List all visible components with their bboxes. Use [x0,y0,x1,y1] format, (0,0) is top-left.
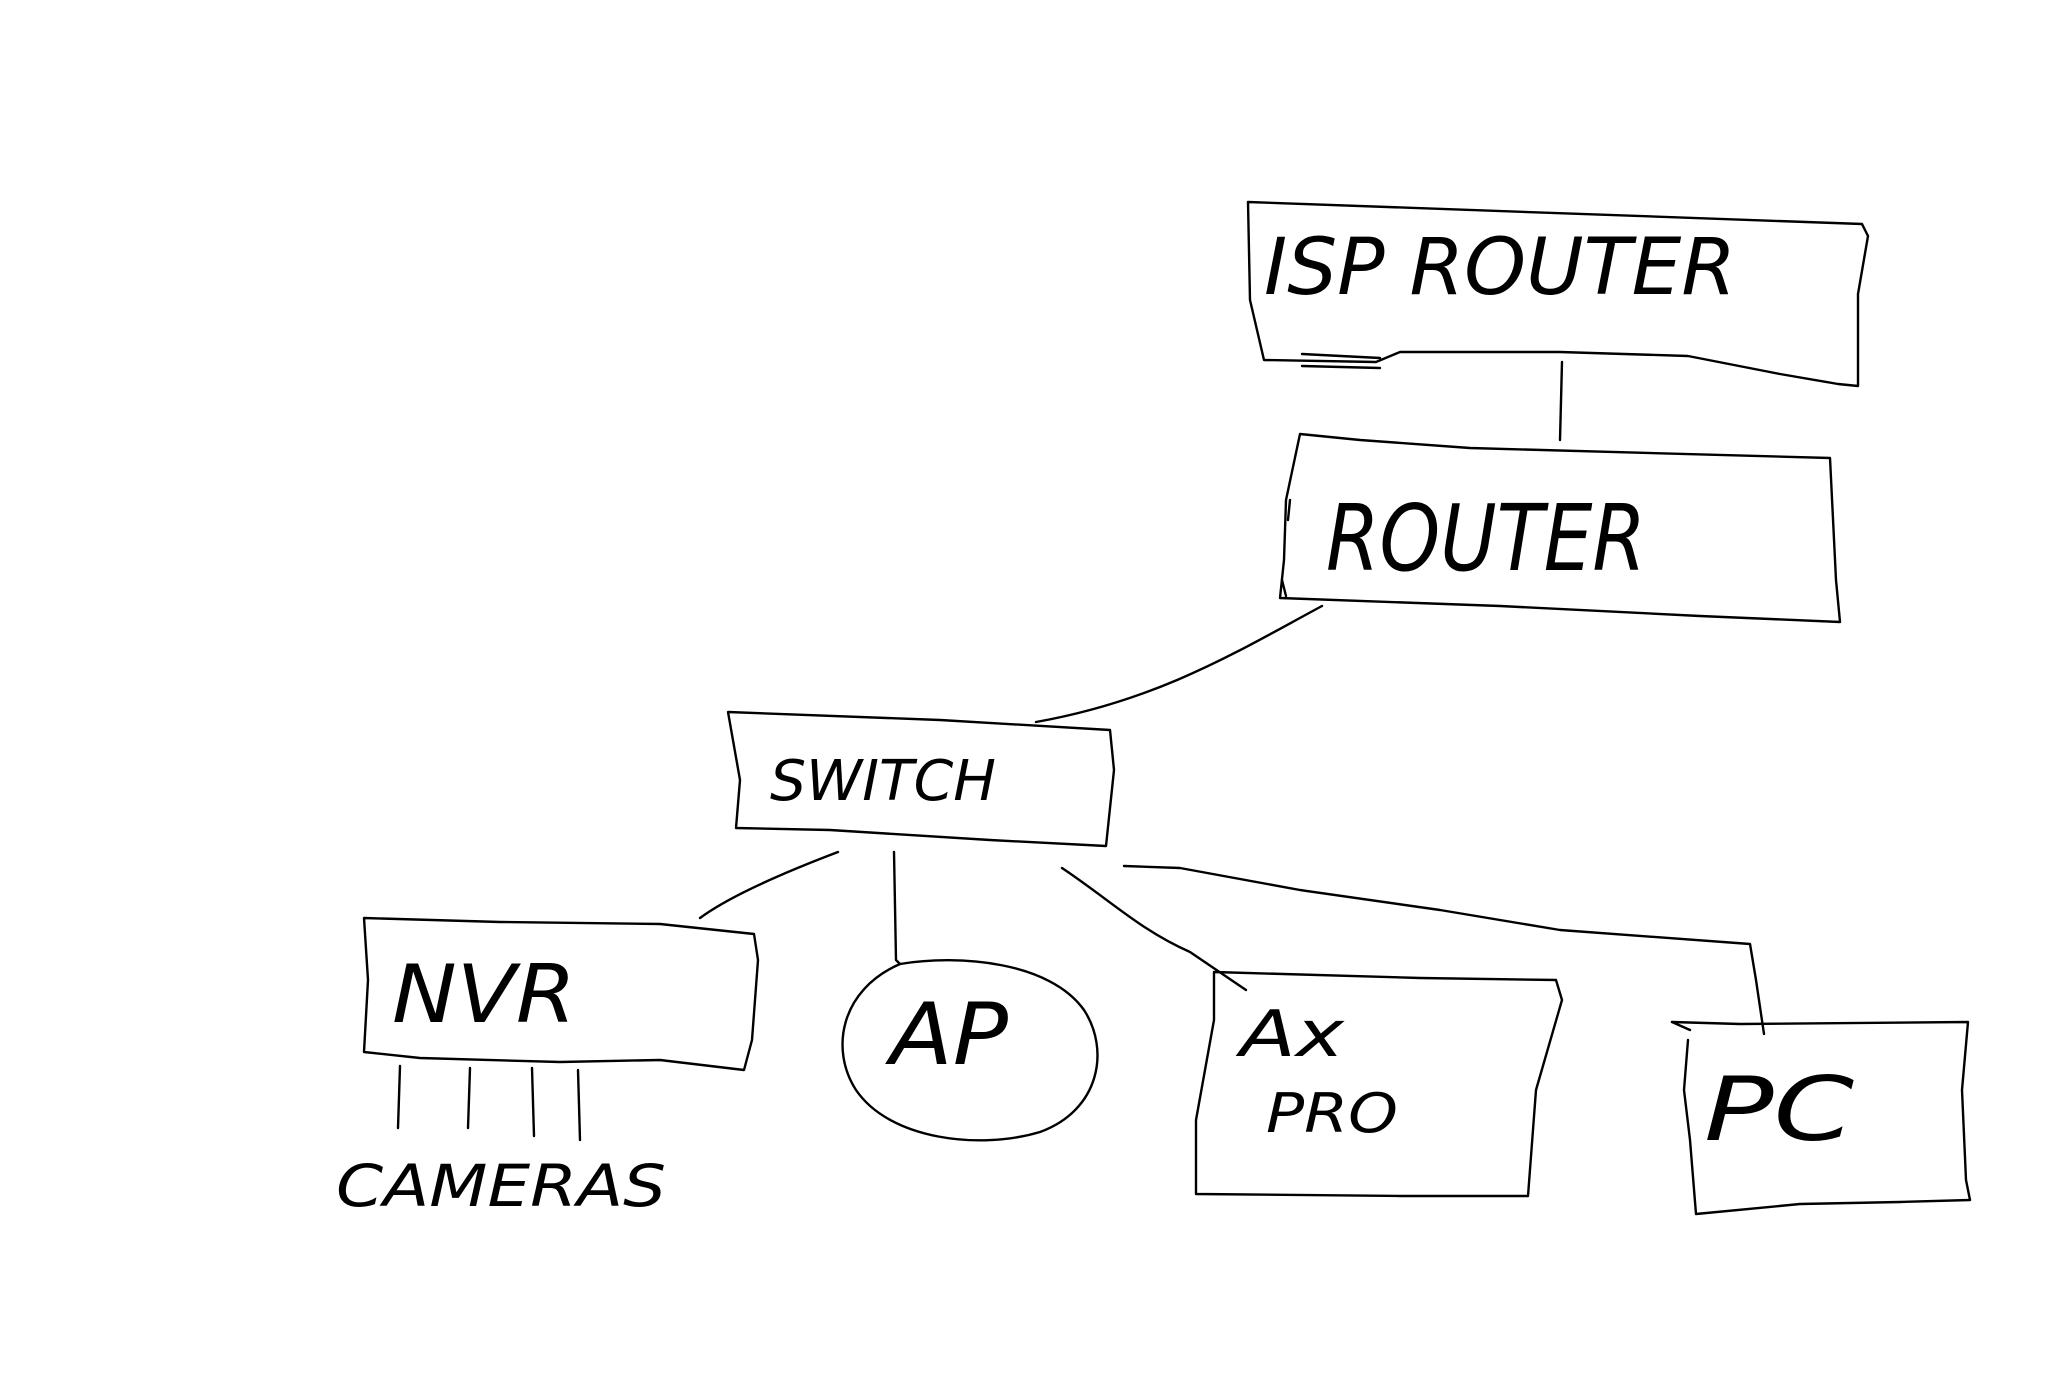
link-isp-router-to-router [1558,360,1564,442]
camera-link [396,1064,402,1130]
camera-link [466,1066,472,1130]
ax-pro-box [1194,970,1564,1198]
pc-node: PC [1670,1020,1972,1216]
cameras-label: CAMERAS [336,1152,666,1220]
ap-ellipse [841,959,1099,1142]
link-switch-to-ax-pro [1060,866,1248,992]
link-switch-to-ap [892,850,902,966]
ax-pro-node: Ax PRO [1194,970,1564,1198]
nvr-node: NVR [362,916,760,1072]
switch-label: SWITCH [770,749,996,814]
link-switch-to-pc [1122,864,1766,1036]
camera-link [576,1068,582,1142]
isp-router-box-scribble [1300,352,1382,370]
camera-links [396,1064,582,1142]
pc-box-scribble [1670,1020,1692,1032]
ap-label: AP [885,985,1008,1085]
nvr-label: NVR [392,948,576,1041]
pc-box [1670,1020,1972,1216]
router-box-scribble [1280,498,1292,598]
isp-router-label: ISP ROUTER [1264,223,1736,313]
ap-node: AP [841,959,1099,1142]
ax-pro-label-line2: PRO [1266,1082,1398,1145]
isp-router-box [1246,200,1870,388]
router-label: ROUTER [1326,485,1646,592]
pc-label: PC [1704,1058,1855,1161]
nvr-box [362,916,760,1072]
link-router-to-switch [1034,604,1324,724]
switch-box [726,710,1116,848]
switch-node: SWITCH [726,710,1116,848]
router-box [1278,432,1842,624]
isp-router-node: ISP ROUTER [1246,200,1870,388]
router-node: ROUTER [1278,432,1842,624]
camera-link [530,1066,536,1138]
ax-pro-label-line1: Ax [1235,998,1346,1072]
link-switch-to-nvr [698,850,840,920]
